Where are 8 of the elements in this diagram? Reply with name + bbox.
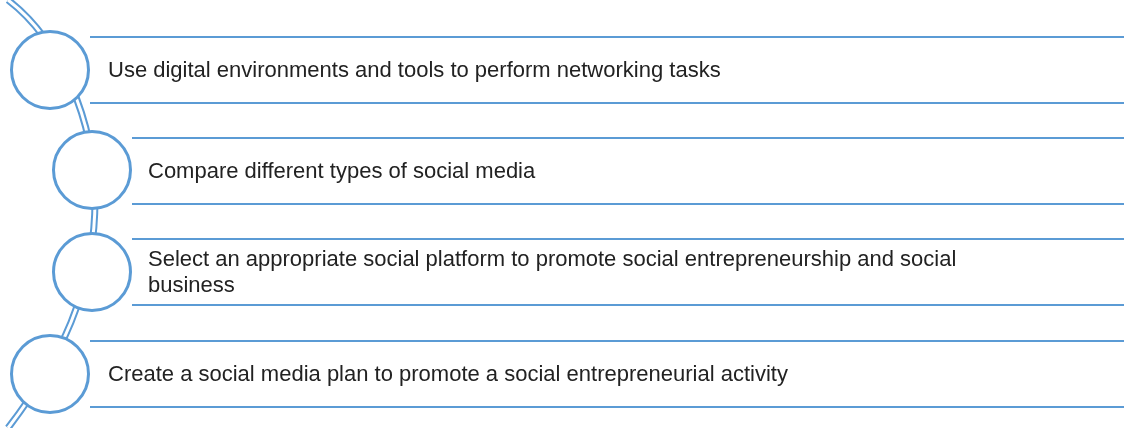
- list-band: [90, 36, 1124, 104]
- list-item-text: Select an appropriate social platform to promote social entrepreneurship and social business: [148, 245, 958, 299]
- list-item-text: Create a social media plan to promote a social entrepreneurial activity: [108, 360, 789, 388]
- list-band: [132, 238, 1124, 306]
- list-band: [90, 340, 1124, 408]
- list-item-text: Compare different types of social media: [148, 157, 537, 185]
- list-item-text: Use digital environments and tools to perform networking tasks: [108, 56, 722, 84]
- list-band: [132, 137, 1124, 205]
